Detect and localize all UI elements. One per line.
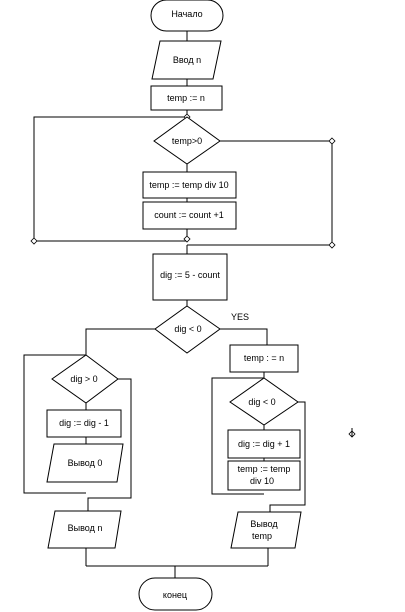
count-inc-box — [142, 201, 237, 230]
dig-negative-label-2: dig < 0 — [248, 397, 275, 407]
left-loop-frame — [23, 354, 86, 494]
assign-temp-box — [150, 85, 223, 111]
right-loop-exit — [269, 401, 306, 512]
start-terminator — [150, 0, 224, 32]
output-temp-parallelogram — [230, 511, 302, 549]
end-label: конец — [163, 590, 187, 600]
assign-temp-n-label: temp : = n — [244, 353, 284, 363]
count-inc-label: count := count +1 — [154, 210, 224, 220]
input-n-parallelogram — [151, 40, 222, 80]
temp-div-2-line2: div 10 — [250, 476, 274, 486]
marker-loop-left — [30, 237, 38, 245]
dig-negative-label: dig < 0 — [174, 324, 201, 334]
end-terminator — [138, 577, 213, 611]
assign-temp-n-box — [229, 344, 299, 373]
temp-div-2-line1: temp := temp — [238, 464, 291, 474]
marker-loop-join — [328, 241, 336, 249]
output-zero-parallelogram — [46, 443, 124, 483]
dig-inc-label: dig := dig + 1 — [238, 439, 290, 449]
temp-div-label: temp := temp div 10 — [149, 180, 228, 190]
yes-label: YES — [231, 312, 249, 322]
connectors — [23, 31, 333, 578]
marker-loop-right — [328, 137, 336, 145]
dig-calc-box — [152, 253, 228, 301]
output-temp-line2: temp — [252, 531, 272, 541]
dig-calc-label: dig := 5 - count — [160, 270, 220, 280]
start-label: Начало — [171, 9, 202, 19]
temp-positive-label: temp>0 — [172, 136, 202, 146]
input-n-label: Ввод n — [173, 55, 201, 65]
left-loop-exit — [87, 378, 132, 511]
dig-inc-box — [227, 429, 301, 459]
loop-exit-right — [220, 140, 333, 245]
temp-div-box — [142, 171, 237, 199]
loop-back-left — [33, 116, 187, 242]
temp-div-box-2 — [227, 460, 301, 491]
assign-temp-label: temp := n — [167, 93, 205, 103]
dig-negative-diamond-2 — [229, 377, 299, 426]
output-n-label: Вывод n — [68, 523, 103, 533]
output-temp-line1: Вывод — [250, 519, 278, 529]
edge-yes-branch — [220, 328, 268, 345]
dig-negative-diamond — [154, 305, 221, 354]
dig-positive-diamond — [51, 354, 119, 404]
marker-loop-bottom — [183, 235, 191, 243]
temp-positive-diamond — [153, 116, 221, 165]
output-n-parallelogram — [47, 510, 122, 549]
output-zero-label: Вывод 0 — [68, 458, 103, 468]
dig-dec-label: dig := dig - 1 — [59, 418, 109, 428]
right-loop-frame — [211, 377, 264, 495]
dig-positive-label: dig > 0 — [70, 374, 97, 384]
edge-no-branch — [85, 328, 155, 355]
dig-dec-box — [46, 409, 122, 438]
